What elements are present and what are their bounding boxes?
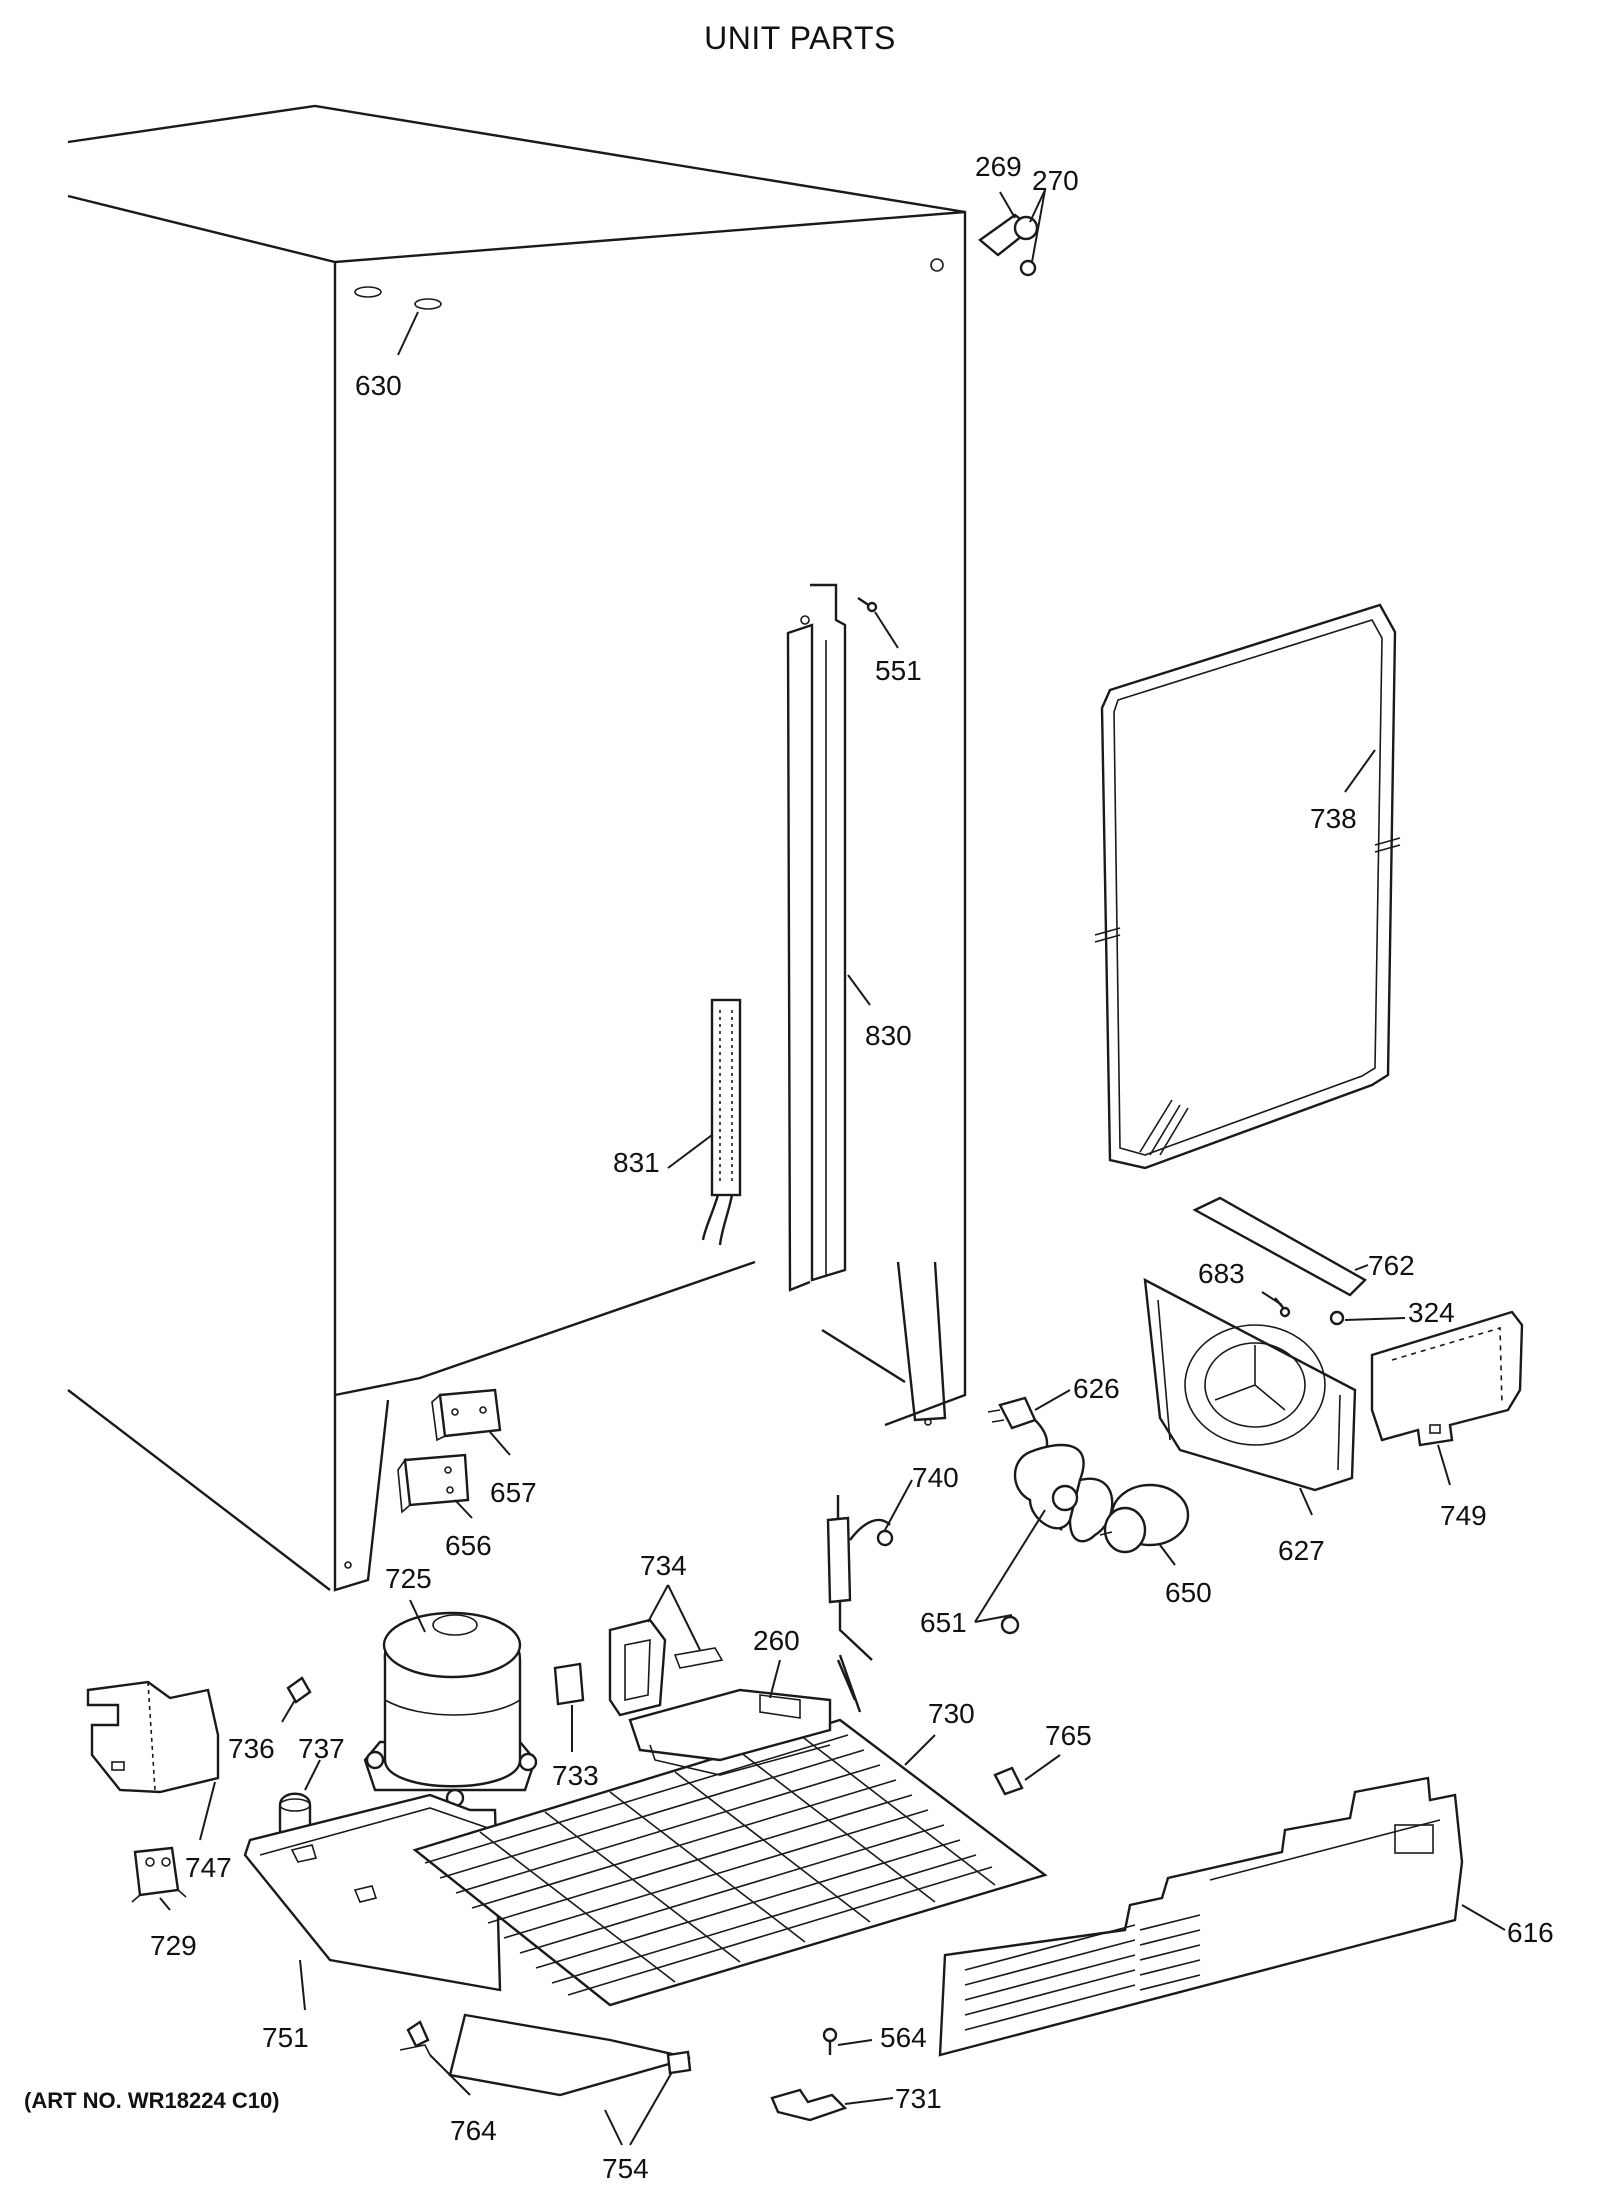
callout-729: 729 [150, 1930, 197, 1961]
heater-strip [701, 998, 742, 1246]
callout-754: 754 [602, 2153, 649, 2184]
callout-656: 656 [445, 1530, 492, 1561]
callout-260: 260 [753, 1625, 800, 1656]
screw-324 [1329, 1310, 1345, 1326]
terminal-729 [131, 1846, 187, 1903]
callout-762: 762 [1368, 1250, 1415, 1281]
leader-lines [159, 189, 1506, 2146]
callout-657: 657 [490, 1477, 537, 1508]
callout-616: 616 [1507, 1917, 1554, 1948]
condenser-coil [412, 1654, 1048, 2007]
screw-564 [822, 2027, 838, 2055]
screw-551 [857, 597, 878, 613]
bottom-plate-754 [448, 2013, 692, 2097]
art-number: (ART NO. WR18224 C10) [24, 2088, 280, 2113]
bracket-731 [770, 2088, 848, 2122]
callout-830: 830 [865, 1020, 912, 1051]
callout-734: 734 [640, 1550, 687, 1581]
callout-627: 627 [1278, 1535, 1325, 1566]
callout-683: 683 [1198, 1258, 1245, 1289]
bracket-657 [431, 1388, 502, 1442]
callout-630: 630 [355, 370, 402, 401]
fan-shroud-627 [1143, 1277, 1357, 1492]
callout-270: 270 [1032, 165, 1079, 196]
seal-strip-762 [1192, 1196, 1367, 1297]
callout-labels: 269 270 630 551 738 830 831 762 683 324 … [150, 151, 1554, 2184]
drain-pan-260 [628, 1688, 832, 1776]
clip-736 [286, 1676, 312, 1704]
callout-749: 749 [1440, 1500, 1487, 1531]
callout-765: 765 [1045, 1720, 1092, 1751]
callout-737: 737 [298, 1733, 345, 1764]
relay-cover-747 [86, 1680, 220, 1794]
door-gasket [1094, 603, 1401, 1170]
compressor [363, 1611, 538, 1808]
diagram-title: UNIT PARTS [704, 20, 896, 56]
callout-764: 764 [450, 2115, 497, 2146]
hinge-assembly [978, 213, 1039, 277]
rear-grille-616 [938, 1776, 1464, 2057]
callout-747: 747 [185, 1852, 232, 1883]
callout-324: 324 [1408, 1297, 1455, 1328]
refrigerator-cabinet [67, 104, 967, 1592]
callout-733: 733 [552, 1760, 599, 1791]
callout-736: 736 [228, 1733, 275, 1764]
drier-740 [826, 1495, 894, 1661]
callout-626: 626 [1073, 1373, 1120, 1404]
capacitor-733 [553, 1662, 585, 1706]
callout-564: 564 [880, 2022, 927, 2053]
condenser-fan-motor [1099, 1483, 1190, 1554]
callout-751: 751 [262, 2022, 309, 2053]
callout-738: 738 [1310, 803, 1357, 834]
callout-740: 740 [912, 1462, 959, 1493]
condenser-fan-blade [1000, 1443, 1114, 1635]
callout-725: 725 [385, 1563, 432, 1594]
callout-269: 269 [975, 151, 1022, 182]
callout-831: 831 [613, 1147, 660, 1178]
callout-650: 650 [1165, 1577, 1212, 1608]
callout-731: 731 [895, 2083, 942, 2114]
callout-551: 551 [875, 655, 922, 686]
callout-651: 651 [920, 1607, 967, 1638]
clamp-764 [399, 2020, 431, 2056]
clip-765 [993, 1766, 1024, 1796]
callout-730: 730 [928, 1698, 975, 1729]
access-panel-749 [1370, 1310, 1524, 1447]
bracket-656 [397, 1453, 470, 1514]
center-mullion-rail [786, 583, 847, 1292]
